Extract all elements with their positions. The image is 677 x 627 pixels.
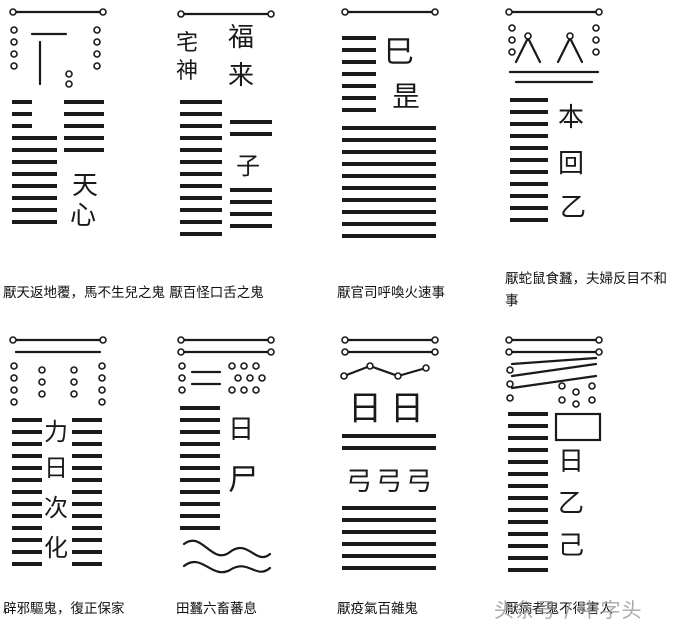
talisman-glyph: 弓 — [376, 467, 402, 497]
talisman-glyph: 次 — [44, 494, 68, 522]
watermark-text: 头条号 / 中字头 — [494, 598, 643, 622]
talisman-strokes-left — [12, 100, 57, 224]
talisman-glyph: 本 — [558, 103, 584, 133]
talisman-glyph: 日 — [44, 454, 68, 482]
talisman-glyph: 己 — [558, 531, 584, 561]
talisman-glyph: 力 — [44, 418, 68, 446]
talisman-image-6: 日 尸 — [177, 336, 275, 574]
talisman-glyph: 子 — [236, 152, 260, 180]
talisman-glyph: 巳 — [384, 35, 414, 70]
talisman-caption-5: 辟邪驅鬼，復正保家 — [3, 601, 125, 617]
talisman-strokes-right — [64, 100, 104, 152]
talisman-glyph: 福 — [228, 23, 254, 53]
talisman-glyph: 回 — [558, 149, 584, 179]
talisman-caption-4: 厭蛇鼠食蠶，夫婦反目不和事 — [505, 271, 667, 309]
talisman-image-1: 天 心 — [9, 8, 107, 231]
talisman-glyph: 乙 — [560, 193, 586, 223]
talisman-glyph: 日 — [228, 415, 254, 445]
talisman-image-3: 巳 昰 — [341, 8, 439, 238]
talisman-glyph: 日 — [558, 447, 584, 477]
talisman-glyph: 日 — [390, 389, 424, 429]
talisman-caption-6: 田蠶六畜蕃息 — [176, 601, 257, 617]
talisman-image-2: 宅 神 福 来 子 — [176, 10, 275, 236]
talisman-caption-7: 厭疫氣百雜鬼 — [337, 601, 418, 617]
talisman-glyph: 心 — [70, 201, 96, 231]
talisman-image-5: 力 日 次 化 — [9, 336, 107, 566]
talisman-image-7: 日 日 弓 弓 弓 — [340, 336, 439, 570]
talisman-glyph: 神 — [176, 59, 198, 84]
talisman-glyph: 来 — [228, 61, 254, 91]
talisman-caption-3: 厭官司呼喚火速事 — [337, 285, 445, 301]
talisman-caption-1: 厭天返地覆，馬不生兒之鬼 厭百怪口舌之鬼 — [3, 285, 264, 301]
talisman-glyph: 日 — [348, 389, 382, 429]
talisman-glyph: 天 — [72, 171, 98, 201]
talisman-image-4: 本 回 乙 — [505, 8, 603, 223]
talisman-glyph: 尸 — [228, 463, 258, 498]
talisman-glyph: 宅 — [176, 31, 198, 56]
talisman-glyph: 昰 — [392, 80, 420, 113]
talisman-image-8: 日 乙 己 — [505, 336, 603, 572]
talisman-glyph: 弓 — [406, 467, 432, 497]
talisman-caption-8: 厭病者鬼不得害人 — [505, 601, 613, 617]
talisman-glyph: 乙 — [558, 489, 584, 519]
talisman-glyph: 化 — [44, 534, 68, 562]
talisman-glyph: 弓 — [346, 467, 372, 497]
